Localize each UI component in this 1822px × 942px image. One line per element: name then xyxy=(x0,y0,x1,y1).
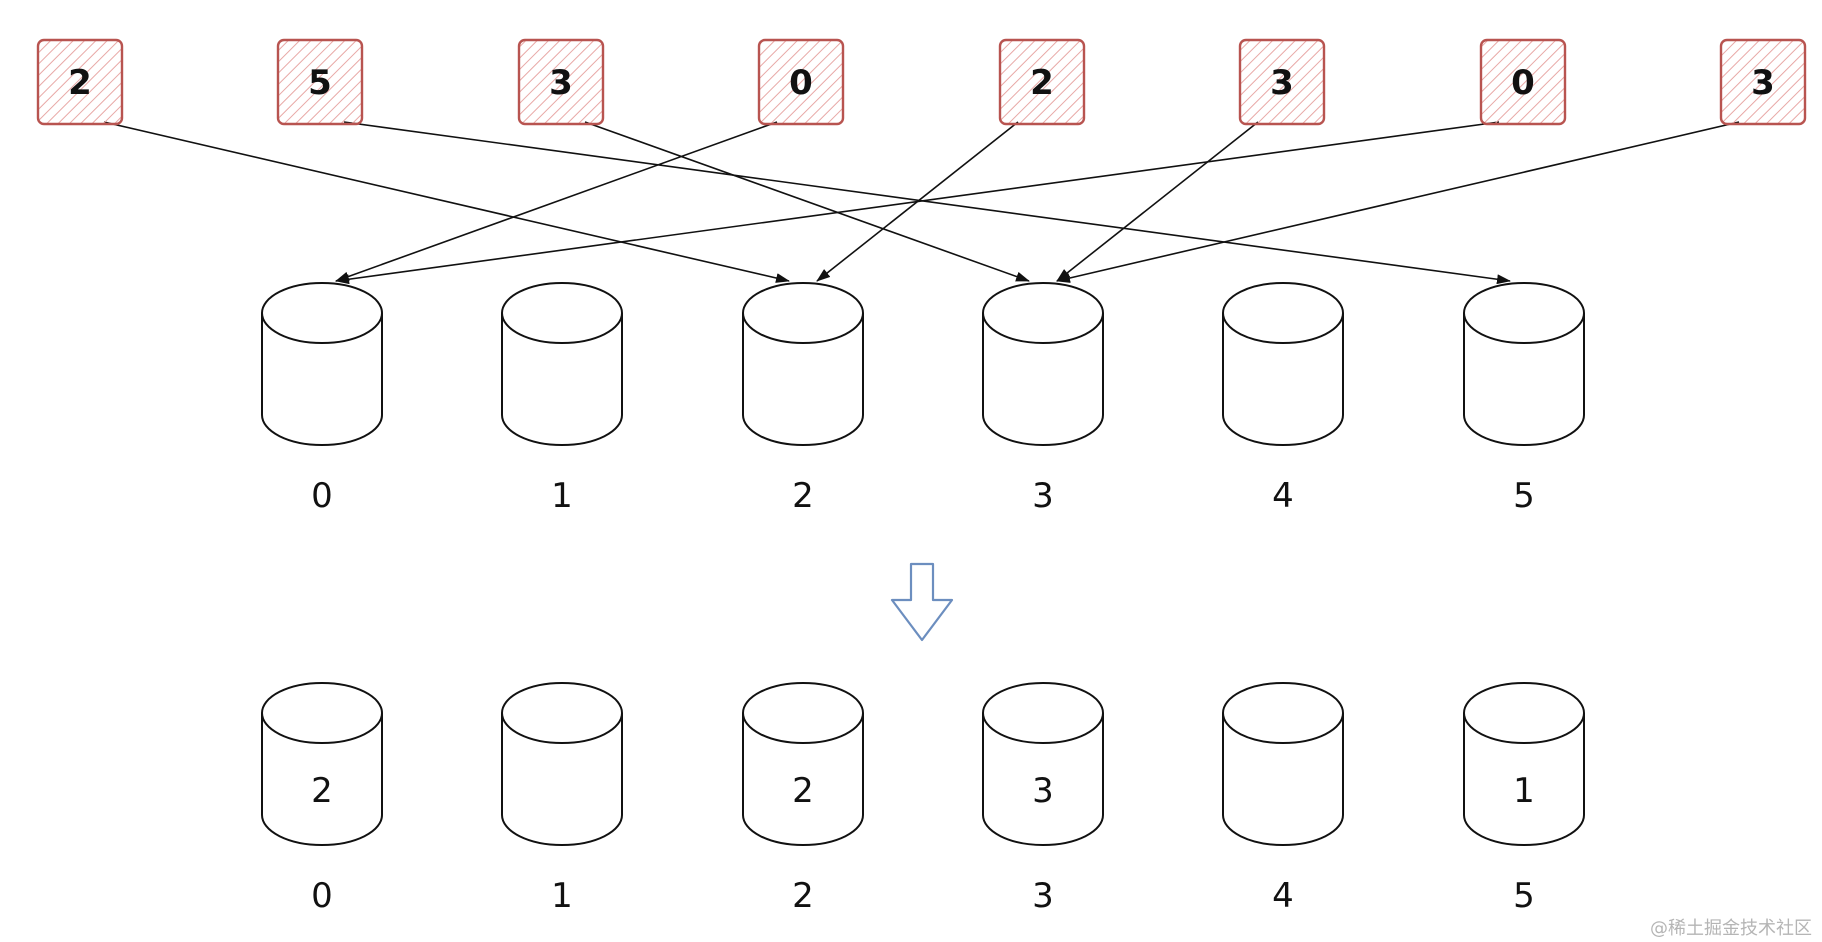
input-value: 2 xyxy=(68,63,92,103)
input-box xyxy=(1479,38,1567,126)
bucket-shape xyxy=(741,682,864,846)
mapping-arrow xyxy=(335,121,1500,285)
input-item: 2 xyxy=(998,38,1086,126)
bucket-index-label: 5 xyxy=(1513,876,1535,916)
bucket: 1 5 xyxy=(1462,682,1585,916)
bucket-index-label: 1 xyxy=(551,476,573,516)
bucket-shape xyxy=(1462,682,1585,846)
mapping-arrow xyxy=(1056,121,1740,283)
bucket: 1 xyxy=(500,282,623,516)
bucket-shape xyxy=(1462,282,1585,446)
bucket-shape xyxy=(1221,282,1344,446)
bucket-index-label: 4 xyxy=(1272,476,1294,516)
bucket-index-label: 0 xyxy=(311,876,333,916)
bucket: 1 xyxy=(500,682,623,916)
input-value: 3 xyxy=(1751,63,1775,103)
input-item: 5 xyxy=(276,38,364,126)
bucket-shape xyxy=(1221,682,1344,846)
bucket: 2 2 xyxy=(741,682,864,916)
bucket: 4 xyxy=(1221,682,1344,916)
bucket-count: 3 xyxy=(1032,771,1054,811)
bucket-shape xyxy=(260,682,383,846)
down-arrow-shape xyxy=(890,562,954,642)
down-arrow-icon xyxy=(890,562,954,642)
bucket: 3 3 xyxy=(981,682,1104,916)
bucket-shape xyxy=(500,282,623,446)
bucket-index-label: 1 xyxy=(551,876,573,916)
mapping-arrow xyxy=(1056,121,1259,282)
watermark: @稀土掘金技术社区 xyxy=(1650,918,1812,939)
bucket-shape xyxy=(981,682,1104,846)
mapping-arrow xyxy=(343,121,1511,285)
input-item: 3 xyxy=(517,38,605,126)
bucket-index-label: 2 xyxy=(792,476,814,516)
bucket: 4 xyxy=(1221,282,1344,516)
bucket-index-label: 5 xyxy=(1513,476,1535,516)
bucket-shape xyxy=(981,282,1104,446)
bucket-index-label: 0 xyxy=(311,476,333,516)
bucket: 5 xyxy=(1462,282,1585,516)
bucket-count: 1 xyxy=(1513,771,1535,811)
input-box xyxy=(998,38,1086,126)
bucket: 2 xyxy=(741,282,864,516)
input-value: 3 xyxy=(549,63,573,103)
input-item: 3 xyxy=(1238,38,1326,126)
bucket-shape xyxy=(500,682,623,846)
mapping-arrow xyxy=(335,121,778,282)
input-box xyxy=(517,38,605,126)
input-array: 2 5 3 0 2 3 0 3 xyxy=(36,38,1807,126)
input-box xyxy=(757,38,845,126)
input-item: 2 xyxy=(36,38,124,126)
input-item: 0 xyxy=(757,38,845,126)
mapping-arrow xyxy=(103,121,790,283)
bucket: 2 0 xyxy=(260,682,383,916)
input-box xyxy=(1238,38,1326,126)
input-value: 0 xyxy=(789,63,813,103)
input-item: 3 xyxy=(1719,38,1807,126)
input-value: 0 xyxy=(1511,63,1535,103)
top-bucket-row: 0 1 2 3 4 5 xyxy=(260,282,1585,516)
input-box xyxy=(1719,38,1807,126)
bucket-index-label: 2 xyxy=(792,876,814,916)
bucket-index-label: 3 xyxy=(1032,476,1054,516)
bucket: 3 xyxy=(981,282,1104,516)
input-item: 0 xyxy=(1479,38,1567,126)
input-value: 3 xyxy=(1270,63,1294,103)
bucket-shape xyxy=(741,282,864,446)
bucket: 0 xyxy=(260,282,383,516)
bucket-index-label: 4 xyxy=(1272,876,1294,916)
input-box xyxy=(276,38,364,126)
mapping-arrows xyxy=(103,121,1740,285)
mapping-arrow xyxy=(584,121,1030,282)
bucket-shape xyxy=(260,282,383,446)
input-value: 2 xyxy=(1030,63,1054,103)
bucket-index-label: 3 xyxy=(1032,876,1054,916)
input-box xyxy=(36,38,124,126)
bottom-bucket-row: 2 0 1 2 2 3 3 4 1 5 xyxy=(260,682,1585,916)
input-value: 5 xyxy=(308,63,332,103)
bucket-count: 2 xyxy=(311,771,333,811)
bucket-count: 2 xyxy=(792,771,814,811)
